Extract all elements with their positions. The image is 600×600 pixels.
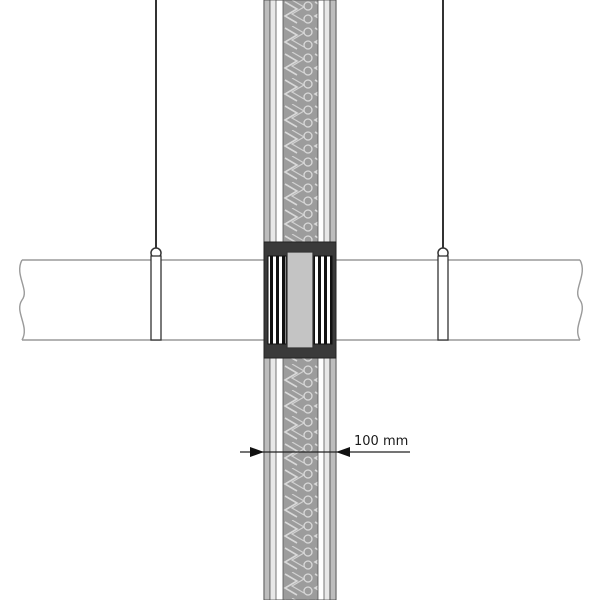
dimension-100mm: 100 mm bbox=[240, 434, 410, 457]
dimension-arrow-right bbox=[336, 447, 350, 457]
hanger-right bbox=[437, 0, 449, 341]
dimension-arrow-left bbox=[250, 447, 264, 457]
pipe-right-section bbox=[336, 259, 580, 341]
wall-stud-left bbox=[269, 0, 277, 243]
wall-upper bbox=[263, 0, 337, 243]
wall-board-right bbox=[329, 0, 337, 243]
wall-board-left bbox=[263, 0, 271, 243]
hanger-left bbox=[150, 0, 162, 341]
wall-insulation bbox=[282, 0, 319, 243]
wall bbox=[263, 0, 337, 600]
wall-insulation bbox=[282, 357, 319, 600]
wall-stud-left bbox=[269, 357, 277, 600]
collar-band-left bbox=[267, 255, 287, 345]
hanger-strap bbox=[150, 255, 162, 341]
dimension-label: 100 mm bbox=[354, 434, 408, 449]
pipe-right-break bbox=[577, 259, 583, 341]
hanger-strap bbox=[437, 255, 449, 341]
pipe-left-break bbox=[19, 259, 25, 341]
wall-lower bbox=[263, 357, 337, 600]
pipe-left-section bbox=[22, 259, 264, 341]
pipe-sleeve bbox=[286, 251, 314, 349]
wall-stud-right bbox=[323, 357, 331, 600]
collar-band-right bbox=[313, 255, 333, 345]
pipe bbox=[19, 259, 583, 341]
wall-board-right bbox=[329, 357, 337, 600]
fire-collar bbox=[263, 241, 337, 359]
wall-board-left bbox=[263, 357, 271, 600]
wall-stud-right bbox=[323, 0, 331, 243]
